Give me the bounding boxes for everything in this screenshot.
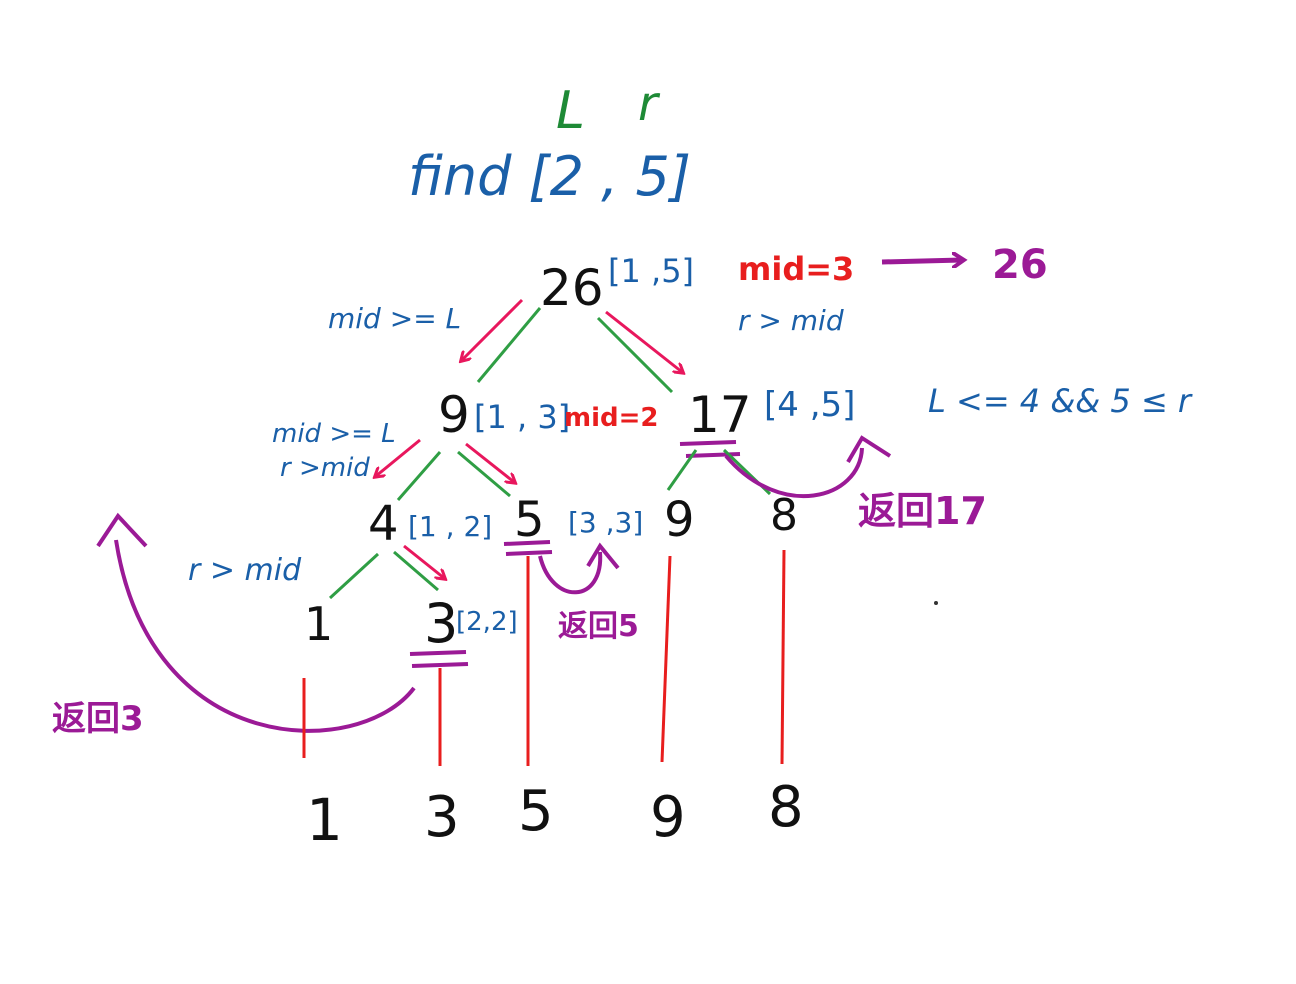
edge-left-lr [457,450,511,498]
root-result-value: 26 [992,242,1048,288]
stray-dot [934,601,938,605]
root-result-arrow [881,260,962,262]
array-value-0: 1 [306,786,343,854]
edge-ll-llr [393,550,439,592]
edge-right-rl [666,449,698,491]
llr-node-cut-mark-2 [411,662,469,668]
right-return-arrowhead [846,435,892,464]
left-mid-note: mid=2 [564,403,659,433]
array-value-1: 3 [424,785,460,850]
edge-root-left [476,307,542,383]
root-node-value: 26 [540,259,604,317]
leaf-line-8 [780,549,786,765]
arrow-left-ll [376,438,421,476]
query-label: find [2 , 5] [408,145,691,208]
left-node-range: [1 , 3] [474,398,570,436]
ll-node-value: 4 [368,496,399,552]
llr-return-label: 返回3 [52,699,144,739]
r-variable-label: r [638,76,661,132]
lr-node-value: 5 [514,492,545,548]
edge-left-ll [396,451,442,501]
lll-node-value: 1 [304,597,333,651]
lr-return-arc [538,551,603,595]
llr-return-arc [114,539,416,733]
arrow-root-left [462,298,524,360]
root-mid-note: mid=3 [738,250,854,288]
rr-node-value: 8 [770,490,798,541]
leaf-line-9 [660,555,672,763]
right-node-value: 17 [688,386,752,444]
root-node-range: [1 ,5] [608,252,694,290]
llr-node-range: [2,2] [456,607,518,637]
ll-condition: r > mid [188,553,302,588]
edge-root-right [596,316,674,394]
left-condition-1: mid >= L [272,419,396,449]
array-value-3: 9 [650,785,686,850]
rl-node-value: 9 [664,492,695,548]
arrow-root-right [605,310,682,372]
right-return-arc [724,447,864,499]
ll-node-range: [1 , 2] [408,510,492,543]
left-node-value: 9 [438,386,470,444]
arrow-ll-llr [403,544,444,578]
right-node-cut-mark-2 [685,452,741,458]
right-node-cut-mark-1 [679,440,737,446]
array-value-2: 5 [518,779,554,844]
right-node-range: [4 ,5] [764,385,855,425]
lr-node-cut-mark-1 [503,540,551,546]
array-value-4: 8 [768,775,804,840]
edge-ll-lll [328,552,380,600]
llr-node-value: 3 [424,592,458,655]
right-return-label: 返回17 [858,489,987,533]
llr-return-arrowhead [96,512,148,548]
lr-node-cut-mark-2 [505,550,553,556]
llr-node-cut-mark-1 [409,650,467,656]
l-variable-label: L [556,81,585,141]
root-left-condition: mid >= L [328,302,461,335]
lr-node-range: [3 ,3] [568,506,643,539]
lr-return-label: 返回5 [558,609,639,644]
right-condition: L <= 4 && 5 ≤ r [928,382,1193,420]
left-condition-2: r >mid [280,453,370,483]
arrow-left-lr [465,442,514,482]
lr-return-arrowhead [586,542,620,570]
root-right-condition: r > mid [738,304,844,337]
